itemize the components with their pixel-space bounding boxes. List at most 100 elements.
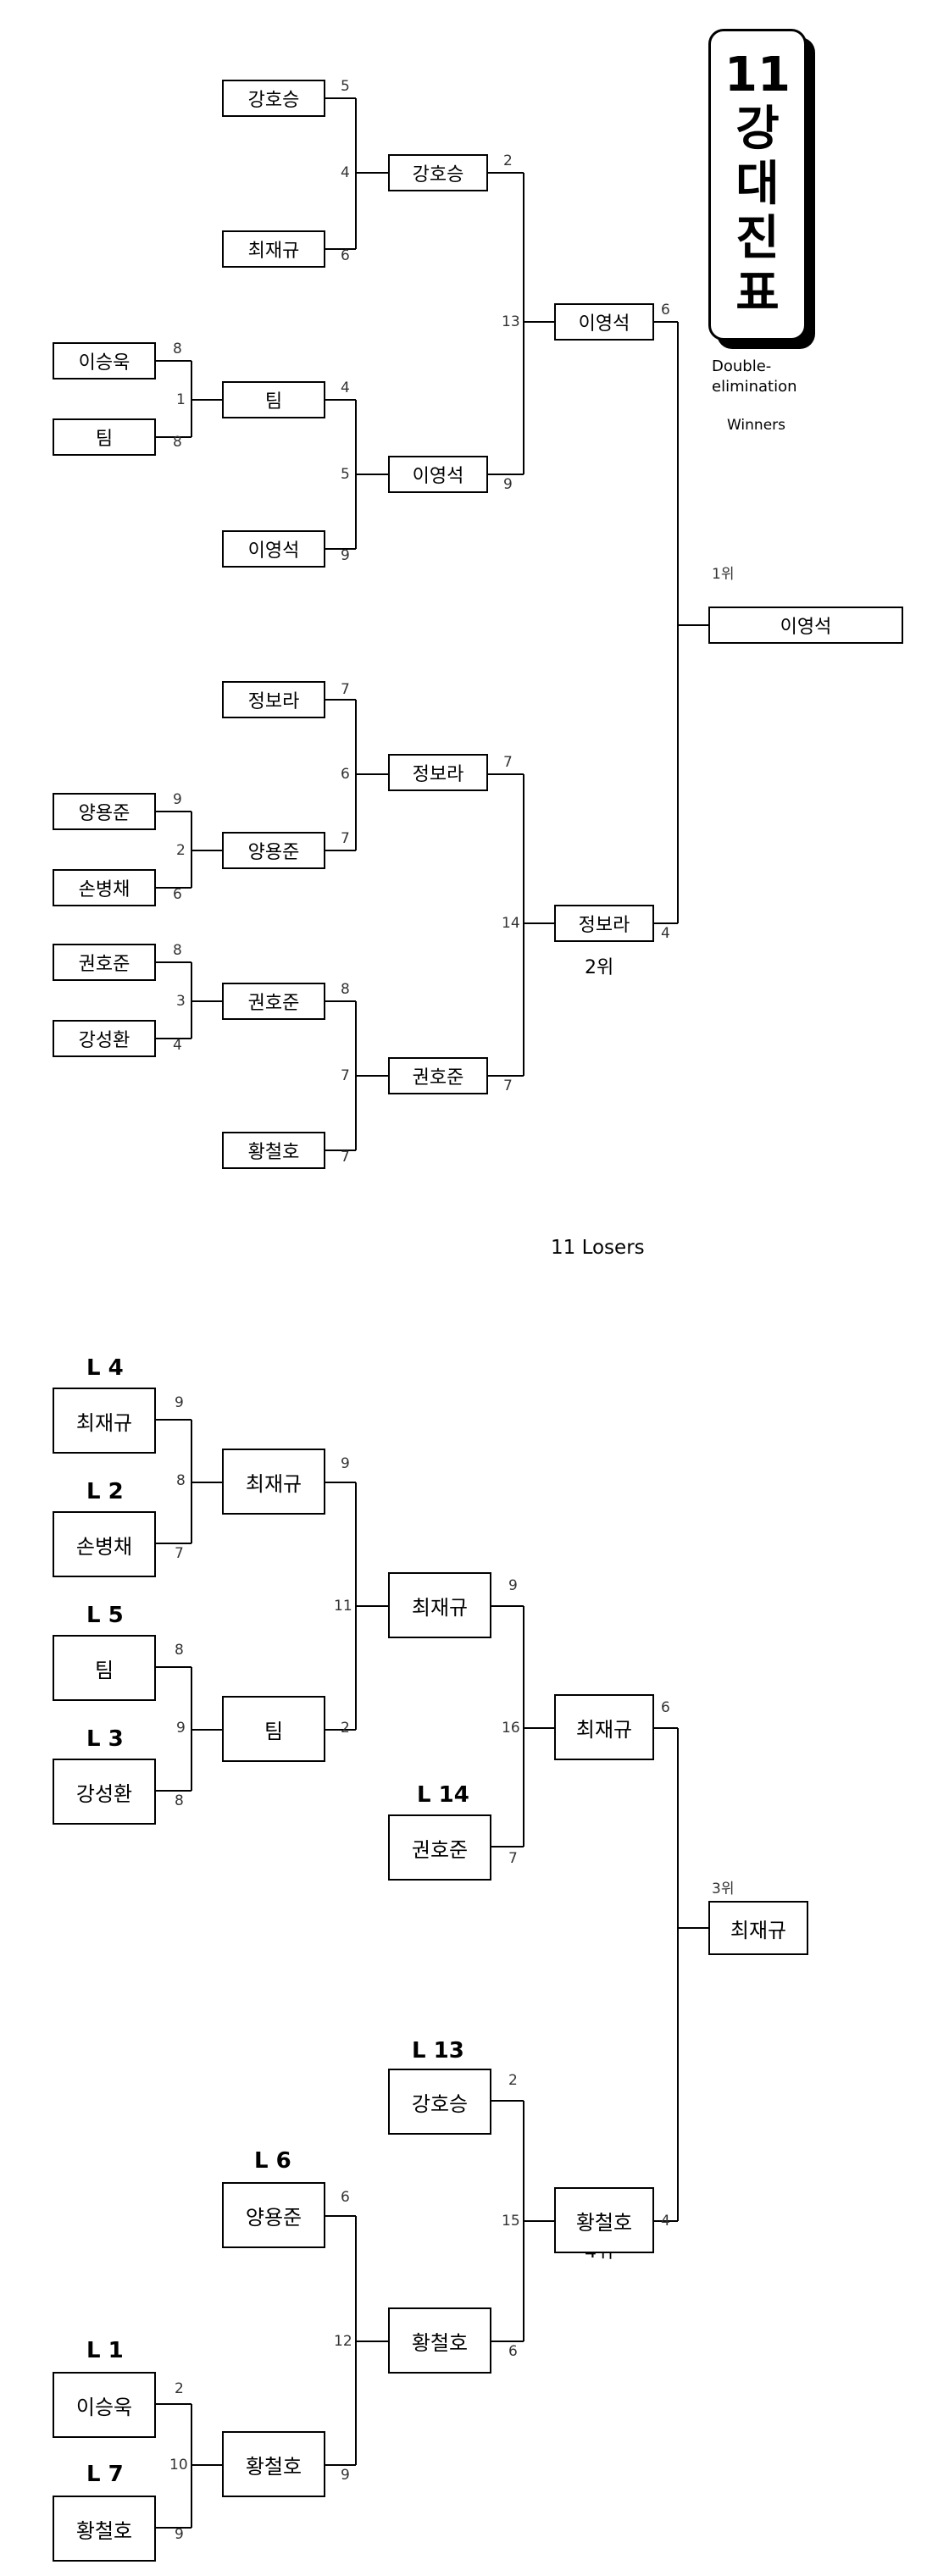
bracket-box: 팀 bbox=[53, 1635, 156, 1701]
title-char: 표 bbox=[735, 265, 780, 321]
player-name: 황철호 bbox=[75, 2518, 133, 2543]
player-name: 강호승 bbox=[411, 2091, 469, 2116]
bracket-box: 황철호 bbox=[222, 2431, 325, 2497]
bracket-box: 이영석 bbox=[554, 303, 654, 341]
player-name: 양용준 bbox=[245, 2205, 302, 2230]
bracket-box: 이영석 bbox=[222, 530, 325, 568]
drop-tag: L 1 bbox=[86, 2338, 124, 2363]
bracket-box: 이승욱 bbox=[53, 2372, 156, 2438]
player-name: 강호승 bbox=[247, 90, 300, 111]
bracket-box: 최재규 bbox=[222, 230, 325, 268]
score-label: 7 bbox=[503, 754, 513, 771]
bracket-box: 황철호 bbox=[388, 2307, 491, 2374]
score-label: 6 bbox=[508, 2343, 518, 2360]
score-label: 9 bbox=[503, 476, 513, 493]
subtitle-line1: Double- bbox=[712, 357, 772, 375]
score-label: 9 bbox=[341, 2467, 350, 2484]
bracket-box: 정보라 bbox=[388, 754, 488, 791]
player-name: 이승욱 bbox=[75, 2395, 133, 2419]
player-name: 권호준 bbox=[247, 993, 300, 1014]
player-name: 정보라 bbox=[247, 691, 300, 712]
bracket-box: 권호준 bbox=[53, 944, 156, 981]
player-name: 정보라 bbox=[412, 764, 464, 785]
bracket-box: 이영석 bbox=[388, 456, 488, 493]
bracket-box: 양용준 bbox=[222, 2182, 325, 2248]
score-label: 7 bbox=[341, 830, 350, 847]
title-card: 11 강 대 진 표 bbox=[708, 29, 807, 341]
player-name: 최재규 bbox=[75, 1410, 133, 1435]
score-label: 6 bbox=[341, 247, 350, 264]
player-name: 권호준 bbox=[411, 1837, 469, 1862]
bracket-box: 손병채 bbox=[53, 869, 156, 906]
bracket-box: 최재규 bbox=[53, 1388, 156, 1454]
score-label: 7 bbox=[175, 1545, 184, 1562]
player-name: 황철호 bbox=[245, 2454, 302, 2479]
match-number: 5 bbox=[341, 466, 350, 483]
score-label: 8 bbox=[173, 434, 182, 451]
score-label: 6 bbox=[173, 886, 182, 903]
bracket-box: 강호승 bbox=[388, 2069, 491, 2135]
bracket-box: 최재규 bbox=[222, 1449, 325, 1515]
bracket-box: 권호준 bbox=[388, 1057, 488, 1094]
player-name: 최재규 bbox=[411, 1595, 469, 1620]
player-name: 최재규 bbox=[245, 1471, 302, 1496]
match-number: 10 bbox=[169, 2457, 188, 2474]
score-label: 9 bbox=[175, 1394, 184, 1411]
bracket-box: 강호승 bbox=[222, 80, 325, 117]
player-name: 강성환 bbox=[75, 1781, 133, 1806]
drop-tag: L 13 bbox=[412, 2038, 464, 2064]
match-number: 1 bbox=[176, 391, 186, 408]
drop-tag: L 5 bbox=[86, 1603, 124, 1628]
drop-tag: L 4 bbox=[86, 1355, 124, 1381]
title-char: 11 bbox=[724, 47, 791, 103]
score-label: 2 bbox=[175, 2380, 184, 2397]
player-name: 황철호 bbox=[575, 2210, 633, 2235]
bracket-box: 권호준 bbox=[222, 983, 325, 1020]
bracket-box: 팀 bbox=[222, 381, 325, 418]
bracket-box: 손병채 bbox=[53, 1511, 156, 1577]
player-name: 강호승 bbox=[412, 164, 464, 186]
bracket-box: 강성환 bbox=[53, 1759, 156, 1825]
drop-tag: L 7 bbox=[86, 2462, 124, 2487]
drop-tag: L 14 bbox=[417, 1782, 469, 1808]
second-place-label: 2위 bbox=[585, 957, 614, 978]
match-number: 9 bbox=[176, 1720, 186, 1737]
bracket-box: 양용준 bbox=[222, 832, 325, 869]
player-name: 최재규 bbox=[575, 1717, 633, 1742]
match-number: 15 bbox=[502, 2213, 520, 2230]
title-char: 대 bbox=[735, 156, 780, 212]
player-name: 손병채 bbox=[75, 1534, 133, 1559]
score-label: 6 bbox=[661, 1699, 670, 1716]
player-name: 팀 bbox=[264, 1719, 284, 1743]
player-name: 이영석 bbox=[780, 617, 832, 638]
score-label: 4 bbox=[661, 2213, 670, 2230]
score-label: 2 bbox=[341, 1720, 350, 1737]
third-place-label: 3위 bbox=[712, 1881, 735, 1897]
match-number: 6 bbox=[341, 766, 350, 783]
player-name: 강성환 bbox=[78, 1030, 130, 1051]
bracket-box: 황철호 bbox=[53, 2496, 156, 2562]
player-name: 손병채 bbox=[78, 879, 130, 900]
player-name: 양용준 bbox=[247, 842, 300, 863]
player-name: 정보라 bbox=[578, 915, 630, 936]
score-label: 4 bbox=[341, 379, 350, 396]
score-label: 4 bbox=[173, 1037, 182, 1054]
score-label: 6 bbox=[661, 302, 670, 319]
match-number: 14 bbox=[502, 915, 520, 932]
bracket-box: 팀 bbox=[53, 418, 156, 456]
player-name: 황철호 bbox=[411, 2330, 469, 2355]
score-label: 8 bbox=[173, 341, 182, 357]
score-label: 8 bbox=[173, 942, 182, 959]
bracket-box: 정보라 bbox=[554, 905, 654, 942]
score-label: 2 bbox=[508, 2072, 518, 2089]
bracket-box: 강호승 bbox=[388, 154, 488, 191]
player-name: 황철호 bbox=[247, 1142, 300, 1163]
title-char: 강 bbox=[735, 102, 780, 158]
score-label: 7 bbox=[503, 1077, 513, 1094]
score-label: 9 bbox=[508, 1577, 518, 1594]
player-name: 권호준 bbox=[78, 954, 130, 975]
bracket-box: 황철호 bbox=[554, 2187, 654, 2253]
bracket-box: 양용준 bbox=[53, 793, 156, 830]
score-label: 9 bbox=[173, 791, 182, 808]
